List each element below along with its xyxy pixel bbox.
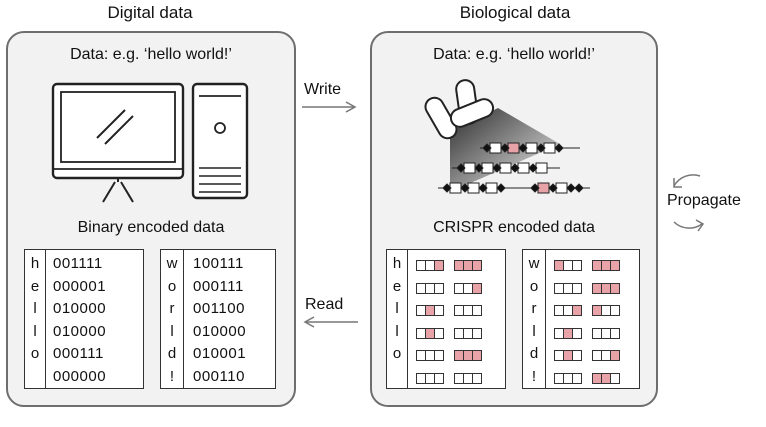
digital-data-label: Data: e.g. ‘hello world!’ <box>70 46 232 63</box>
digital-title: Digital data <box>107 3 193 22</box>
write-arrow-icon <box>302 101 357 113</box>
biological-data-label: Data: e.g. ‘hello world!’ <box>433 46 595 63</box>
table-divider <box>407 249 408 389</box>
crispr-table-world <box>522 249 640 389</box>
binary-table-world <box>160 249 276 389</box>
read-label: Read <box>305 296 344 313</box>
table-divider <box>45 249 46 389</box>
biological-title: Biological data <box>459 3 571 22</box>
crispr-encoded-label: CRISPR encoded data <box>433 219 595 236</box>
crispr-table-hello <box>386 249 506 389</box>
read-arrow-icon <box>303 316 358 328</box>
write-label: Write <box>304 81 342 98</box>
table-divider <box>183 249 184 389</box>
propagate-label: Propagate <box>667 192 741 209</box>
propagate-cycle-icon <box>673 174 705 232</box>
binary-table-hello <box>24 249 144 389</box>
binary-encoded-label: Binary encoded data <box>77 219 225 236</box>
computer-icon <box>51 82 249 203</box>
table-divider <box>545 249 546 389</box>
bacteria-icon <box>424 79 590 194</box>
